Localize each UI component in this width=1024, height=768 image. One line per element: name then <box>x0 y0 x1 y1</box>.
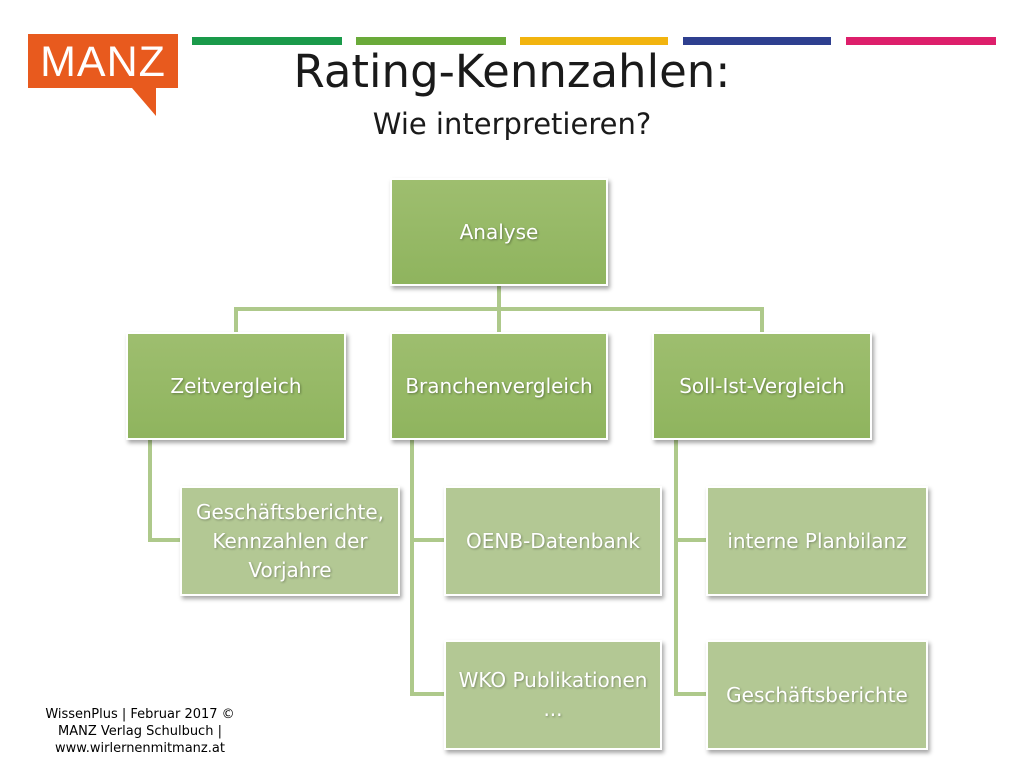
node-geschaeftsberichte-kennzahlen: Geschäftsberichte, Kennzahlen der Vorjah… <box>180 486 400 596</box>
speech-bubble-icon <box>28 34 178 116</box>
node-zeitvergleich: Zeitvergleich <box>126 332 346 440</box>
node-soll-ist-vergleich-label: Soll-Ist-Vergleich <box>679 374 845 398</box>
footer-credit: WissenPlus | Februar 2017 © MANZ Verlag … <box>45 707 235 756</box>
node-geschaeftsberichte-label: Geschäftsberichte <box>726 682 908 707</box>
stripe-magenta <box>846 37 996 45</box>
node-oenb-datenbank-label: OENB-Datenbank <box>466 528 640 553</box>
stripe-yellow <box>520 37 668 45</box>
node-geschaeftsberichte-kennzahlen-label: Geschäftsberichte, Kennzahlen der Vorjah… <box>195 499 385 582</box>
node-root-label: Analyse <box>459 220 539 244</box>
connector-root-down <box>497 286 501 310</box>
node-zeitvergleich-label: Zeitvergleich <box>170 374 302 398</box>
node-branchenvergleich-label: Branchenvergleich <box>405 374 593 398</box>
connector-branche-child-1 <box>410 538 446 542</box>
node-oenb-datenbank: OENB-Datenbank <box>444 486 662 596</box>
node-interne-planbilanz-label: interne Planbilanz <box>727 528 907 553</box>
page-subtitle: Wie interpretieren? <box>372 107 652 141</box>
node-interne-planbilanz: interne Planbilanz <box>706 486 928 596</box>
logo-text: MANZ <box>40 38 166 86</box>
connector-zeit-down <box>148 440 152 542</box>
connector-branche-child-2 <box>410 692 446 696</box>
node-wko-publikationen: WKO Publikationen ... <box>444 640 662 750</box>
stripe-green <box>192 37 342 45</box>
manz-logo: MANZ <box>28 34 178 116</box>
connector-soll-down <box>674 440 678 696</box>
stripe-lime <box>356 37 506 45</box>
page-title: Rating-Kennzahlen: <box>293 45 731 98</box>
connector-branche-down <box>410 440 414 696</box>
connector-soll-child-2 <box>674 692 708 696</box>
connector-soll-child-1 <box>674 538 708 542</box>
node-geschaeftsberichte: Geschäftsberichte <box>706 640 928 750</box>
connector-branch-1 <box>234 307 238 332</box>
node-wko-publikationen-label: WKO Publikationen ... <box>458 668 648 721</box>
node-branchenvergleich: Branchenvergleich <box>390 332 608 440</box>
connector-branch-3 <box>760 307 764 332</box>
node-soll-ist-vergleich: Soll-Ist-Vergleich <box>652 332 872 440</box>
node-root: Analyse <box>390 178 608 286</box>
stripe-blue <box>683 37 831 45</box>
connector-branch-2 <box>497 307 501 332</box>
connector-zeit-child-1 <box>148 538 182 542</box>
